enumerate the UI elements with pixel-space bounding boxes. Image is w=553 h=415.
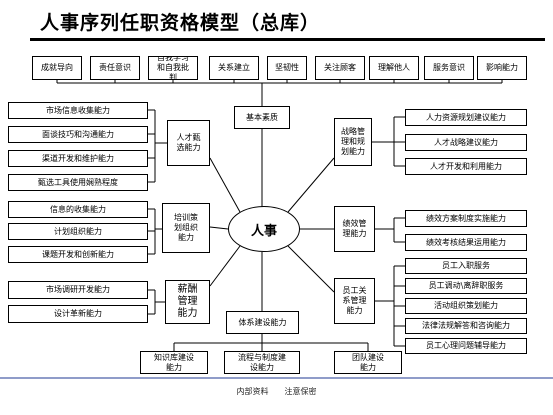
title-underline — [30, 38, 545, 41]
salary-item: 市场调研开发能力 — [8, 281, 148, 299]
recruit-item: 面谈技巧和沟通能力 — [8, 126, 148, 143]
system-item: 流程与制度建 设能力 — [224, 351, 300, 374]
employee-item: 活动组织策划能力 — [405, 298, 527, 314]
page-title: 人事序列任职资格模型（总库） — [40, 12, 321, 34]
performance-item: 绩效方案制度实施能力 — [405, 210, 527, 227]
top-competency-understanding: 理解他人 — [369, 56, 419, 80]
training-item: 计划组织能力 — [8, 223, 148, 240]
employee-item: 员工入职服务 — [405, 258, 527, 274]
group-salary: 薪酬 管理 能力 — [165, 280, 210, 324]
training-item: 课题开发和创新能力 — [8, 246, 148, 263]
hub-hr: 人事 — [228, 206, 300, 252]
top-competency-service: 服务意识 — [424, 56, 474, 80]
top-competency-customer-focus: 关注顾客 — [315, 56, 365, 80]
footer-confidential: 内部资料 注意保密 — [236, 387, 317, 396]
top-competency-achievement: 成就导向 — [32, 56, 82, 80]
group-recruit-selection: 人才甄 选能力 — [167, 120, 210, 166]
employee-item: 员工调动\离辞职服务 — [405, 278, 527, 294]
group-system-building: 体系建设能力 — [226, 311, 299, 334]
training-item: 信息的收集能力 — [8, 201, 148, 218]
top-competency-influence: 影响能力 — [477, 56, 527, 80]
system-item: 团队建设 能力 — [334, 351, 402, 374]
top-competency-tenacity: 坚韧性 — [267, 56, 307, 80]
employee-item: 法律法规解答和咨询能力 — [405, 318, 527, 334]
recruit-item: 市场信息收集能力 — [8, 102, 148, 119]
group-training: 培训策 划组织 能力 — [162, 203, 210, 253]
group-performance: 绩效管 理能力 — [334, 206, 375, 252]
recruit-item: 渠道开发和维护能力 — [8, 150, 148, 167]
top-competency-relationship: 关系建立 — [209, 56, 259, 80]
top-competency-self-learning: 自我学习 和自我批 判 — [148, 56, 198, 80]
employee-item: 员工心理问题辅导能力 — [405, 338, 527, 354]
strategy-item: 人才战略建议能力 — [405, 134, 527, 151]
recruit-item: 甄选工具使用娴熟程度 — [8, 174, 148, 191]
group-employee-relations: 员工关 系管理 能力 — [334, 278, 375, 324]
group-strategy: 战略管 理和规 划能力 — [334, 118, 372, 166]
top-competency-responsibility: 责任意识 — [90, 56, 140, 80]
system-item: 知识库建设 能力 — [140, 351, 208, 374]
group-basic-quality: 基本素质 — [234, 106, 290, 129]
performance-item: 绩效考核结果运用能力 — [405, 234, 527, 251]
strategy-item: 人才开发和利用能力 — [405, 158, 527, 175]
salary-item: 设计革新能力 — [8, 305, 148, 323]
strategy-item: 人力资源规划建议能力 — [405, 109, 527, 126]
